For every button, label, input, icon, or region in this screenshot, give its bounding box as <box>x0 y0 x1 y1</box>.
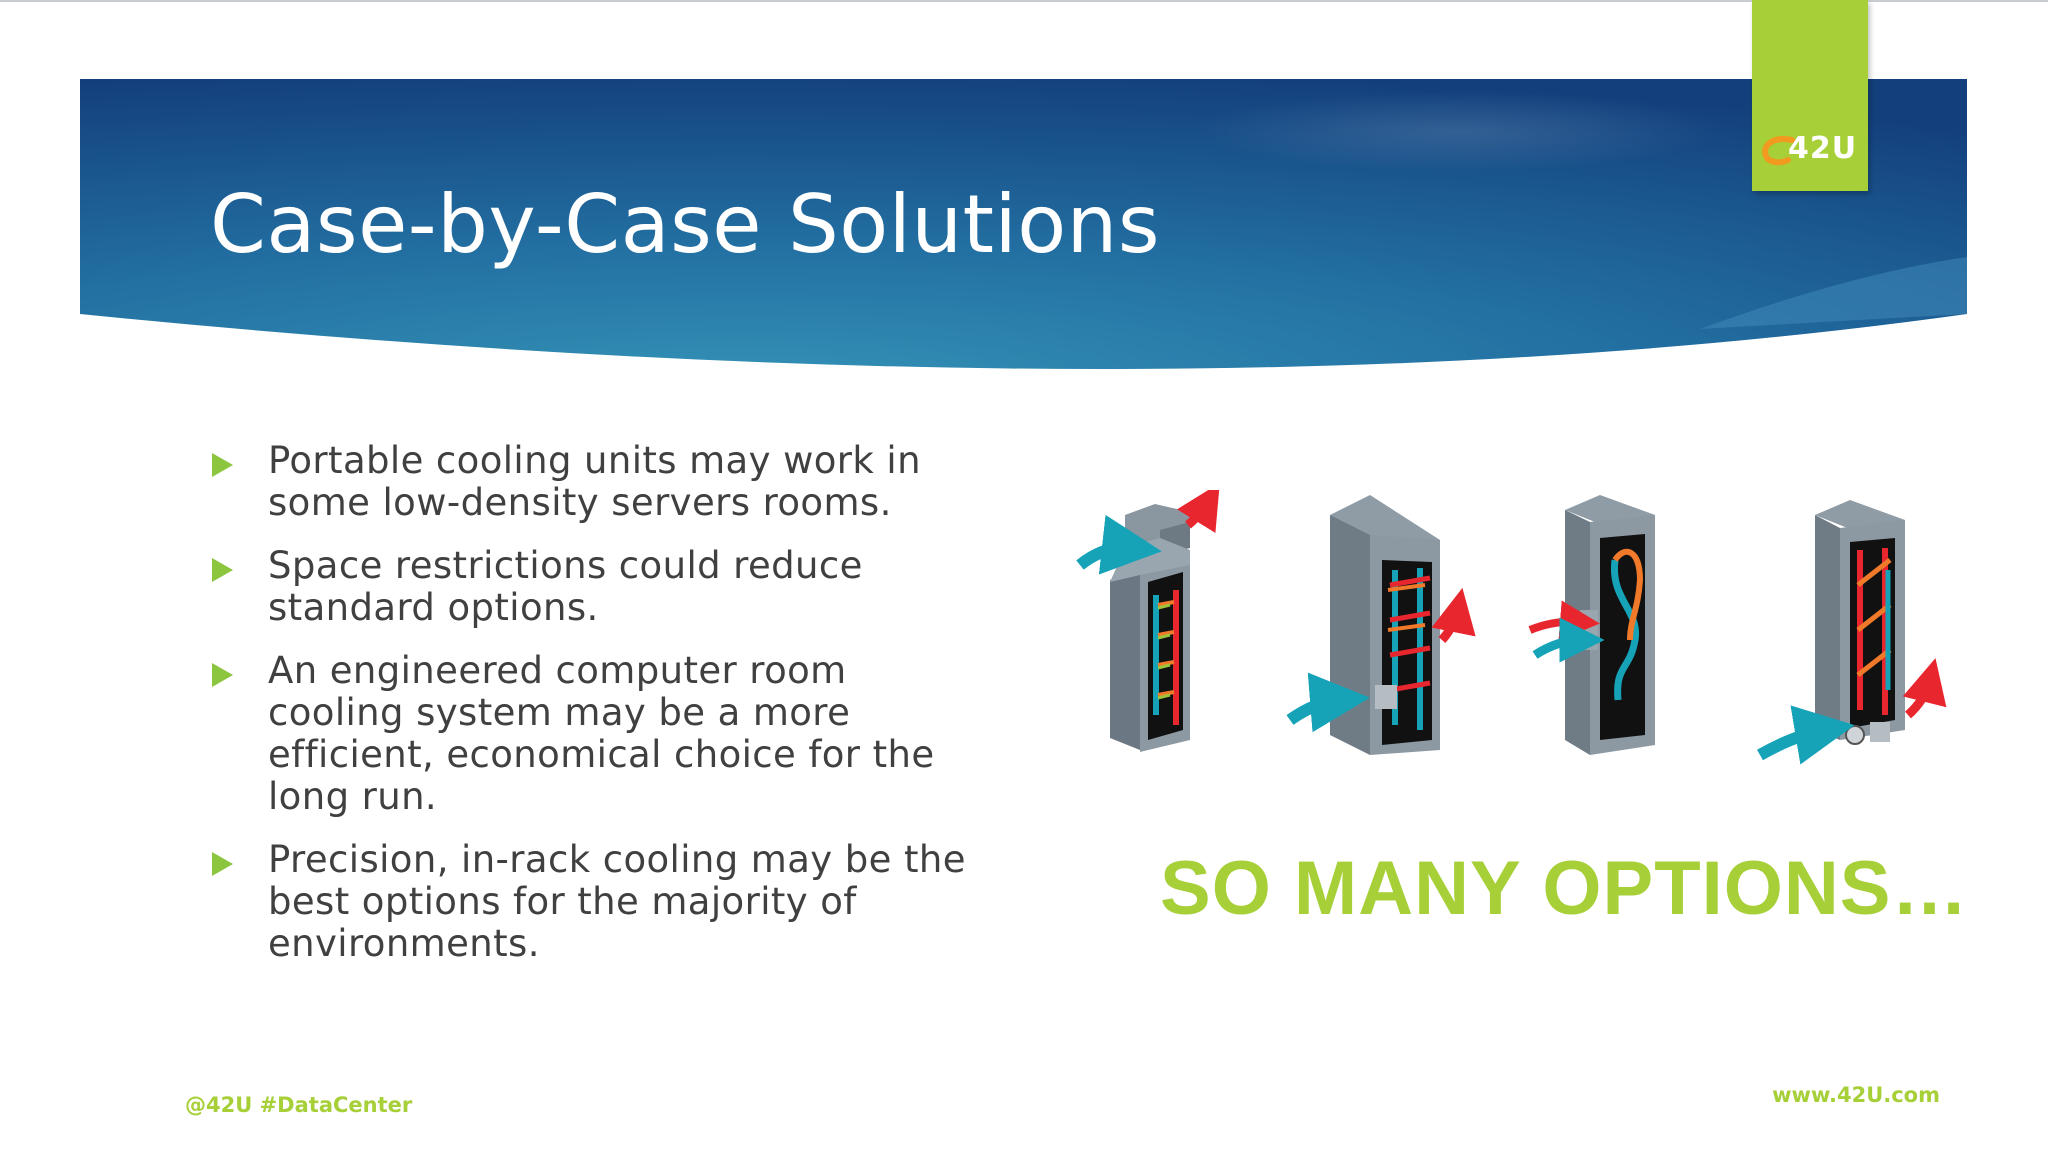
slide-title: Case-by-Case Solutions <box>210 178 1161 271</box>
rack-cooling-illustration <box>1076 490 1947 765</box>
footer-website: www.42U.com <box>1772 1083 1940 1107</box>
rack-in-rack-cooling <box>1757 500 1947 765</box>
bullet-text: Space restrictions could reduce standard… <box>268 544 863 629</box>
top-border <box>0 0 2048 2</box>
bullet-arrow-icon <box>212 453 233 477</box>
rack-portable-unit <box>1076 490 1220 752</box>
bullet-text: Portable cooling units may work in some … <box>268 439 921 524</box>
footer-hashtag: @42U #DataCenter <box>185 1093 413 1117</box>
bullet-arrow-icon <box>212 663 233 687</box>
42u-logo: 42U <box>1752 0 1868 191</box>
bullet-arrow-icon <box>212 852 233 876</box>
logo-text: 42U <box>1788 131 1858 166</box>
bullet-list: Portable cooling units may work in some … <box>208 440 988 986</box>
rack-in-row-cooling <box>1528 495 1655 755</box>
bullet-item: Portable cooling units may work in some … <box>208 440 988 524</box>
logo-swoosh-icon <box>1762 136 1795 166</box>
bullet-item: An engineered computer room cooling syst… <box>208 650 988 818</box>
bullet-item: Precision, in-rack cooling may be the be… <box>208 839 988 965</box>
title-banner <box>80 79 1967 369</box>
bullet-item: Space restrictions could reduce standard… <box>208 545 988 629</box>
bullet-text: An engineered computer room cooling syst… <box>268 649 935 818</box>
bullet-arrow-icon <box>212 558 233 582</box>
tagline: SO MANY OPTIONS… <box>1160 846 1969 931</box>
rack-cabinet-cooling <box>1286 495 1476 755</box>
bullet-text: Precision, in-rack cooling may be the be… <box>268 838 966 965</box>
